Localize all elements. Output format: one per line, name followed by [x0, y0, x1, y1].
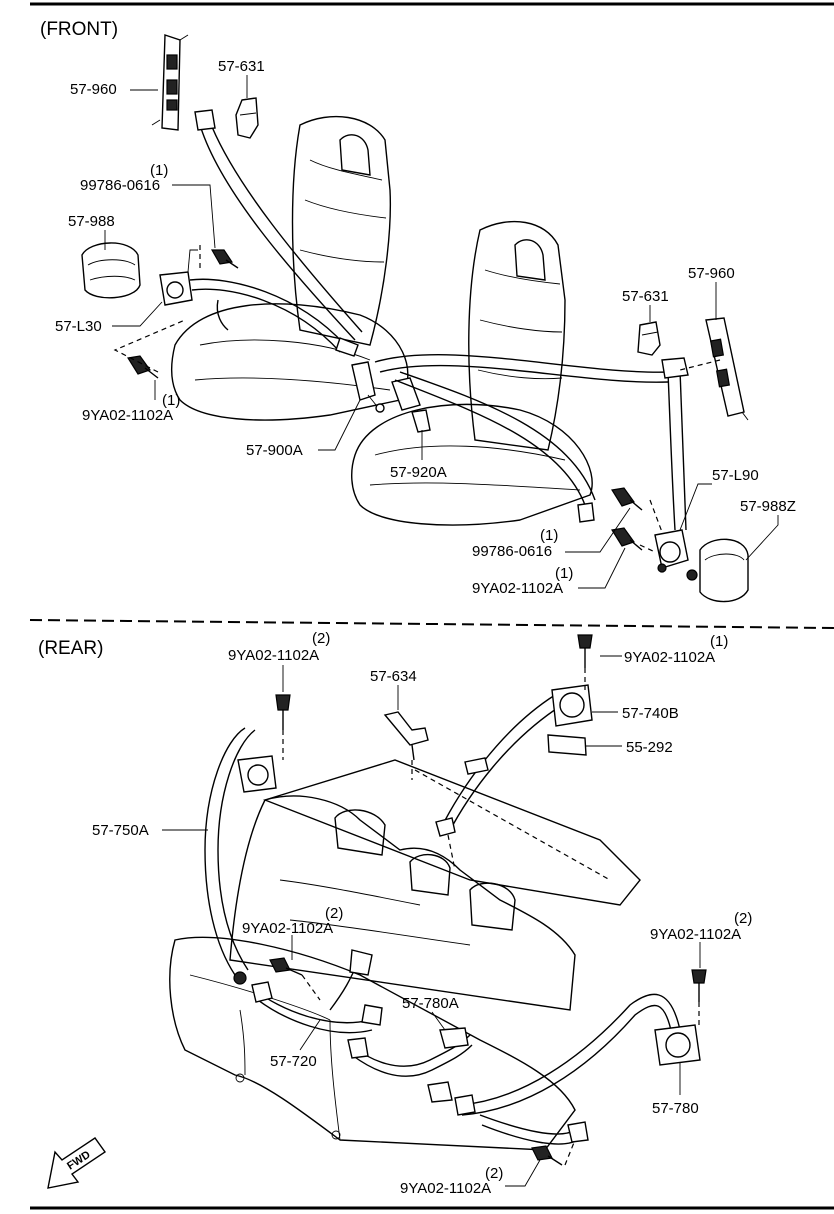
- bolt-9ya02-right: [611, 527, 643, 551]
- rear-bolts: [269, 634, 707, 1166]
- parcel-shelf: [262, 759, 641, 906]
- label-57-720: 57-720: [270, 1053, 317, 1070]
- buckle-57-920A: [391, 377, 431, 433]
- label-99786-left: 99786-0616: [80, 177, 160, 194]
- section-divider: [29, 619, 834, 629]
- label-9ya02-bottom: 9YA02-1102A: [400, 1180, 491, 1197]
- label-99786-right: 99786-0616: [472, 543, 552, 560]
- rear-right-belt-57-780: [454, 993, 701, 1145]
- label-57-988: 57-988: [68, 213, 115, 230]
- front-right-belt: [374, 354, 689, 531]
- label-57-740B: 57-740B: [622, 705, 679, 722]
- pillar-adjuster-left: [151, 34, 189, 131]
- label-57-900A: 57-900A: [246, 442, 303, 459]
- label-55-292: 55-292: [626, 739, 673, 756]
- label-9ya02-right-qty: (1): [555, 565, 573, 582]
- buckle-belt-57-720: [251, 949, 383, 1034]
- retractor-57-L30: [159, 249, 198, 306]
- bracket-57-634: [383, 711, 429, 761]
- retractor-57-L90: [654, 529, 689, 573]
- label-9ya02-top-left: 9YA02-1102A: [228, 647, 319, 664]
- center-retractor-57-740B: [435, 684, 593, 837]
- front-section-title: (FRONT): [40, 19, 118, 40]
- label-57-631-left: 57-631: [218, 58, 265, 75]
- rear-left-belt-57-750A: [204, 727, 277, 985]
- label-57-960-left: 57-960: [70, 81, 117, 98]
- label-9ya02-top-right-qty: (1): [710, 633, 728, 650]
- label-9ya02-top-left-qty: (2): [312, 630, 330, 647]
- front-right-seat: [351, 220, 593, 526]
- rear-seat-back: [229, 795, 576, 1011]
- label-9ya02-right: 9YA02-1102A: [650, 926, 741, 943]
- buckle-57-900A: [351, 361, 385, 413]
- label-57-988Z: 57-988Z: [740, 498, 796, 515]
- label-99786-left-qty: (1): [150, 162, 168, 179]
- rear-leader-lines: [162, 655, 701, 1187]
- label-57-960-right: 57-960: [688, 265, 735, 282]
- label-57-920A: 57-920A: [390, 464, 447, 481]
- cover-57-631-right: [637, 321, 661, 356]
- label-57-750A: 57-750A: [92, 822, 149, 839]
- rear-section-title: (REAR): [38, 638, 103, 659]
- label-57-631-right: 57-631: [622, 288, 669, 305]
- label-57-780A: 57-780A: [402, 995, 459, 1012]
- label-9ya02-right-qty: (2): [734, 910, 752, 927]
- label-9ya02-top-right: 9YA02-1102A: [624, 649, 715, 666]
- retractor-cover-57-988Z: [686, 538, 749, 603]
- label-99786-right-qty: (1): [540, 527, 558, 544]
- front-left-belt: [189, 109, 363, 357]
- pad-55-292: [547, 734, 587, 756]
- label-9ya02-right: 9YA02-1102A: [472, 580, 563, 597]
- retractor-cover-57-988: [81, 242, 141, 299]
- label-9ya02-mid: 9YA02-1102A: [242, 920, 333, 937]
- label-9ya02-bottom-qty: (2): [485, 1165, 503, 1182]
- label-57-L90: 57-L90: [712, 467, 759, 484]
- front-leader-lines: [104, 75, 779, 589]
- rear-seat-cushion: [169, 936, 576, 1151]
- cover-57-631-left: [235, 97, 259, 139]
- bolt-99786-right: [611, 487, 643, 511]
- label-57-634: 57-634: [370, 668, 417, 685]
- front-left-seat: [171, 115, 409, 421]
- fwd-arrow-icon: FWD: [47, 1137, 106, 1189]
- buckle-belt-57-780A: [347, 1027, 473, 1103]
- label-9ya02-left-qty: (1): [162, 392, 180, 409]
- pillar-adjuster-right: [705, 317, 749, 421]
- bolt-99786-left: [210, 249, 239, 269]
- label-57-780: 57-780: [652, 1100, 699, 1117]
- bolt-9ya02-left: [127, 355, 159, 379]
- label-9ya02-left: 9YA02-1102A: [82, 407, 173, 424]
- label-57-L30: 57-L30: [55, 318, 102, 335]
- label-9ya02-mid-qty: (2): [325, 905, 343, 922]
